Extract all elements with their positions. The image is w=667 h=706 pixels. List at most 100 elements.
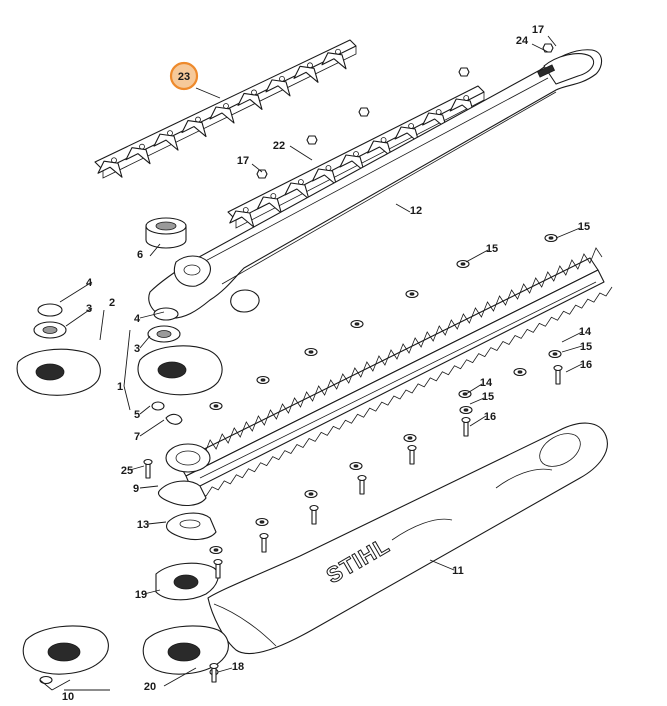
- callout-c25[interactable]: 25: [121, 465, 133, 477]
- leader-line: [129, 465, 145, 471]
- blade-tooth-rivet: [195, 116, 201, 123]
- leader-line: [139, 419, 165, 437]
- nut: [256, 169, 268, 179]
- callout-c3a[interactable]: 3: [86, 303, 92, 315]
- washer-hole: [407, 436, 413, 440]
- housing-10: [22, 625, 109, 685]
- cutter-teeth-upper: [181, 247, 603, 465]
- callout-c5[interactable]: 5: [134, 409, 140, 421]
- leader-line: [565, 363, 583, 373]
- washer-hole: [259, 520, 265, 524]
- callout-c16a[interactable]: 16: [580, 359, 592, 371]
- leader-line: [149, 243, 161, 257]
- bolt-head: [407, 444, 417, 452]
- blade-tooth-rivet: [335, 48, 341, 55]
- callout-c23[interactable]: 23: [178, 71, 190, 83]
- callout-c13[interactable]: 13: [137, 519, 149, 531]
- blade-tooth-rivet: [307, 62, 313, 69]
- leader-line: [531, 43, 549, 53]
- callout-c15b[interactable]: 15: [578, 221, 590, 233]
- callout-c6[interactable]: 6: [137, 249, 143, 261]
- callout-c9[interactable]: 9: [133, 483, 139, 495]
- callout-c3b[interactable]: 3: [134, 343, 140, 355]
- callout-c17a[interactable]: 17: [532, 24, 544, 36]
- leader-line: [251, 163, 263, 173]
- leader-line: [469, 397, 485, 405]
- nut: [306, 135, 318, 145]
- blade-tooth-rivet: [463, 95, 470, 101]
- callout-c14b[interactable]: 14: [480, 377, 493, 389]
- leader-line: [547, 35, 557, 47]
- leader-line: [51, 679, 71, 691]
- washer-hole: [354, 322, 360, 326]
- left-gearbox-2: [16, 303, 101, 396]
- middle-blade-22: [227, 85, 485, 229]
- callout-c4b[interactable]: 4: [134, 313, 141, 325]
- leader-line: [123, 329, 131, 387]
- leader-line: [139, 335, 151, 349]
- blade-tooth: [311, 168, 337, 186]
- bolt-head: [213, 558, 223, 566]
- leader-lines: [39, 35, 583, 691]
- leader-line: [465, 249, 489, 263]
- leader-line: [469, 415, 487, 427]
- leader-line: [395, 203, 411, 213]
- leader-line: [139, 405, 151, 415]
- blade-tooth-rivet: [380, 137, 387, 143]
- leader-line: [59, 281, 93, 303]
- blade-tooth: [367, 140, 393, 158]
- callout-c24[interactable]: 24: [516, 35, 529, 47]
- callout-c4[interactable]: 4: [86, 277, 93, 289]
- protective-sheath-11: STIHL: [207, 422, 608, 655]
- blade-tooth: [125, 147, 151, 165]
- callout-c17b[interactable]: 17: [237, 155, 249, 167]
- blade-tooth: [153, 133, 179, 151]
- leader-line: [217, 667, 233, 673]
- callout-c2[interactable]: 2: [109, 297, 115, 309]
- bolt-head: [259, 532, 269, 540]
- washer-hole: [552, 352, 558, 356]
- washer-hole: [462, 392, 468, 396]
- plate-19: [155, 562, 219, 601]
- callout-c15a[interactable]: 15: [486, 243, 498, 255]
- blade-tooth: [237, 92, 263, 110]
- callout-c22[interactable]: 22: [273, 140, 285, 152]
- upper-blade-23: [94, 39, 357, 179]
- washer-hole: [308, 350, 314, 354]
- leader-line: [123, 385, 131, 411]
- housing-20: [142, 625, 229, 676]
- blade-tooth-rivet: [223, 103, 229, 109]
- blade-tooth: [394, 126, 420, 144]
- callout-c1[interactable]: 1: [117, 381, 123, 393]
- leader-line: [289, 145, 313, 161]
- washer-hole: [260, 378, 266, 382]
- guide-bar-12: [148, 49, 603, 319]
- callout-c12[interactable]: 12: [410, 205, 422, 217]
- callout-c19[interactable]: 19: [135, 589, 147, 601]
- leader-line: [65, 307, 93, 327]
- bolt-head: [553, 364, 563, 372]
- callout-c16b[interactable]: 16: [484, 411, 496, 423]
- washer-hole: [308, 492, 314, 496]
- washer-hole: [460, 262, 466, 266]
- callout-c15c[interactable]: 15: [580, 341, 592, 353]
- callout-c14a[interactable]: 14: [579, 326, 592, 338]
- blade-tooth: [339, 154, 365, 172]
- bolt-head: [209, 662, 219, 670]
- leader-line: [195, 87, 221, 99]
- hardware-parts: [143, 43, 563, 683]
- callout-c18[interactable]: 18: [232, 661, 244, 673]
- leader-line: [99, 309, 105, 341]
- callout-c20[interactable]: 20: [144, 681, 156, 693]
- nut: [358, 107, 370, 117]
- leader-line: [163, 667, 197, 687]
- blade-tooth-rivet: [139, 143, 145, 150]
- callout-c11[interactable]: 11: [452, 565, 464, 577]
- callout-c15d[interactable]: 15: [482, 391, 494, 403]
- blade-tooth: [256, 196, 282, 214]
- washer-hole: [517, 370, 523, 374]
- leader-line: [465, 383, 483, 395]
- lower-cutter-blade: [177, 247, 613, 503]
- callout-c10[interactable]: 10: [62, 691, 74, 703]
- callout-c7[interactable]: 7: [134, 431, 140, 443]
